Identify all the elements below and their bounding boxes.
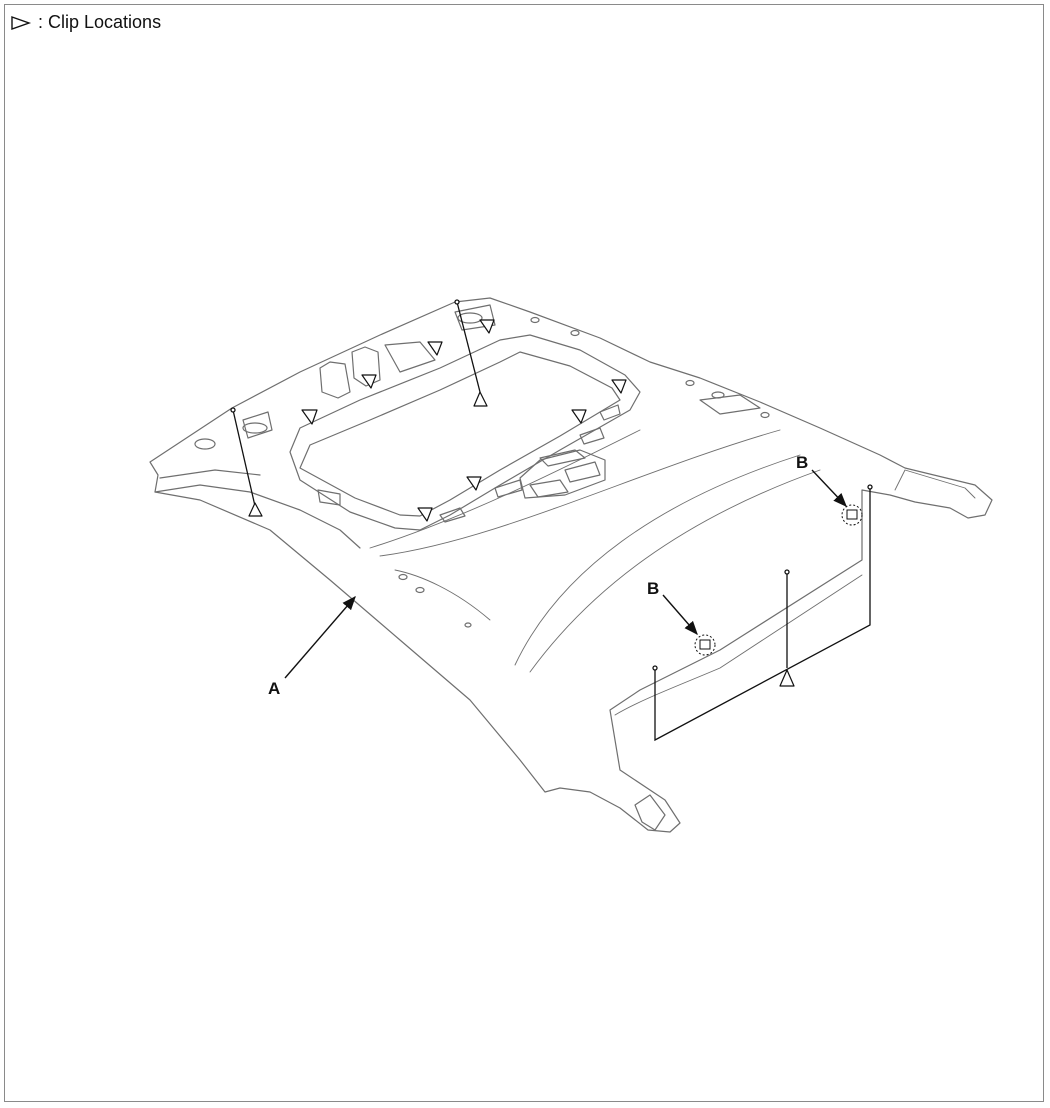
clip-b-marker-lower [694,634,716,656]
clip-triangle-icon [466,476,482,491]
callout-b-lower-arrow [662,594,698,636]
clip-triangle-icon [301,409,318,425]
leader-rear-group [654,487,871,742]
callout-a-arrow [284,595,356,679]
callout-b-upper-label: B [796,453,808,472]
headliner-outline [149,297,993,833]
legend: : Clip Locations [10,12,161,33]
clip-b-marker-upper [841,504,863,526]
callout-b-upper-arrow [811,469,847,508]
callout-b-lower-label: B [647,579,659,598]
clip-triangle-icon [11,15,32,30]
clip-triangle-icon [427,341,443,356]
leader-front-center [456,301,481,393]
clip-triangle-icon [479,319,495,334]
clip-triangle-icon [417,507,433,522]
leader-front-left [232,409,256,507]
sunroof-opening-outer [289,334,641,531]
clip-triangle-icon [248,502,263,517]
clip-triangle-icon [473,391,488,407]
clip-triangle-icon [611,379,627,394]
clip-triangle-icon [361,374,377,389]
legend-text: : Clip Locations [38,12,162,32]
clip-triangle-icon [779,669,795,687]
figure-frame [4,4,1044,1102]
callout-a-label: A [268,679,280,698]
sunroof-opening-inner [299,351,621,517]
clip-triangle-icon [571,409,587,424]
